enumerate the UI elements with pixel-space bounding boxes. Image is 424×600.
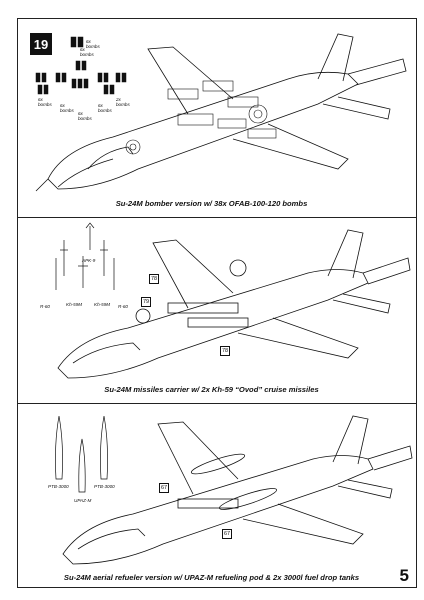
bomb-label: 2x bombs [116,97,130,107]
weapon-label: R-60 [118,304,128,309]
weapon-label: R-60 [40,304,50,309]
step-number-badge: 19 [30,33,52,55]
weapon-label: Kh-59M [66,302,83,307]
panel-refueler-version: PTB-3000 PTB-3000 UPAZ-M 67 67 [17,403,417,588]
weapon-label: Kh-59M [94,302,111,307]
panel-missile-version: APK-9 R-60 Kh-59M Kh-59M R-60 78 79 78 [17,217,417,406]
refueler-caption: Su-24M aerial refueler version w/ UPAZ-M… [63,573,360,582]
weapon-label: UPAZ-M [74,498,92,503]
bomb-label: 6x bombs [98,103,112,113]
bomber-aircraft-drawing [35,33,407,192]
bomber-caption: Su-24M bomber version w/ 38x OFAB-100-12… [115,199,308,208]
weapon-label: APK-9 [82,258,96,263]
bomb-label: 6x bombs [86,39,100,49]
panel-bomber-version: 19 6x bombs 6x bombs 6x bombs 6x bombs 6… [17,18,417,220]
callout-part-79: 79 [141,297,152,307]
refueler-aircraft-drawing [55,415,413,565]
bomb-label: 6x bombs [38,97,52,107]
callout-part-78: 78 [149,274,160,284]
instruction-page: 19 6x bombs 6x bombs 6x bombs 6x bombs 6… [8,8,417,592]
bomb-label: 6x bombs [78,111,92,121]
weapon-label: PTB-3000 [48,484,69,489]
missile-caption: Su-24M missiles carrier w/ 2x Kh-59 “Ovo… [104,385,319,394]
callout-part-67: 67 [159,483,170,493]
callout-part-78: 78 [220,346,231,356]
missile-aircraft-drawing [55,222,411,379]
bomb-label: 6x bombs [80,47,94,57]
bomb-label: 6x bombs [60,103,74,113]
callout-part-67: 67 [222,529,233,539]
weapon-label: PTB-3000 [94,484,115,489]
page-number: 5 [399,566,409,585]
